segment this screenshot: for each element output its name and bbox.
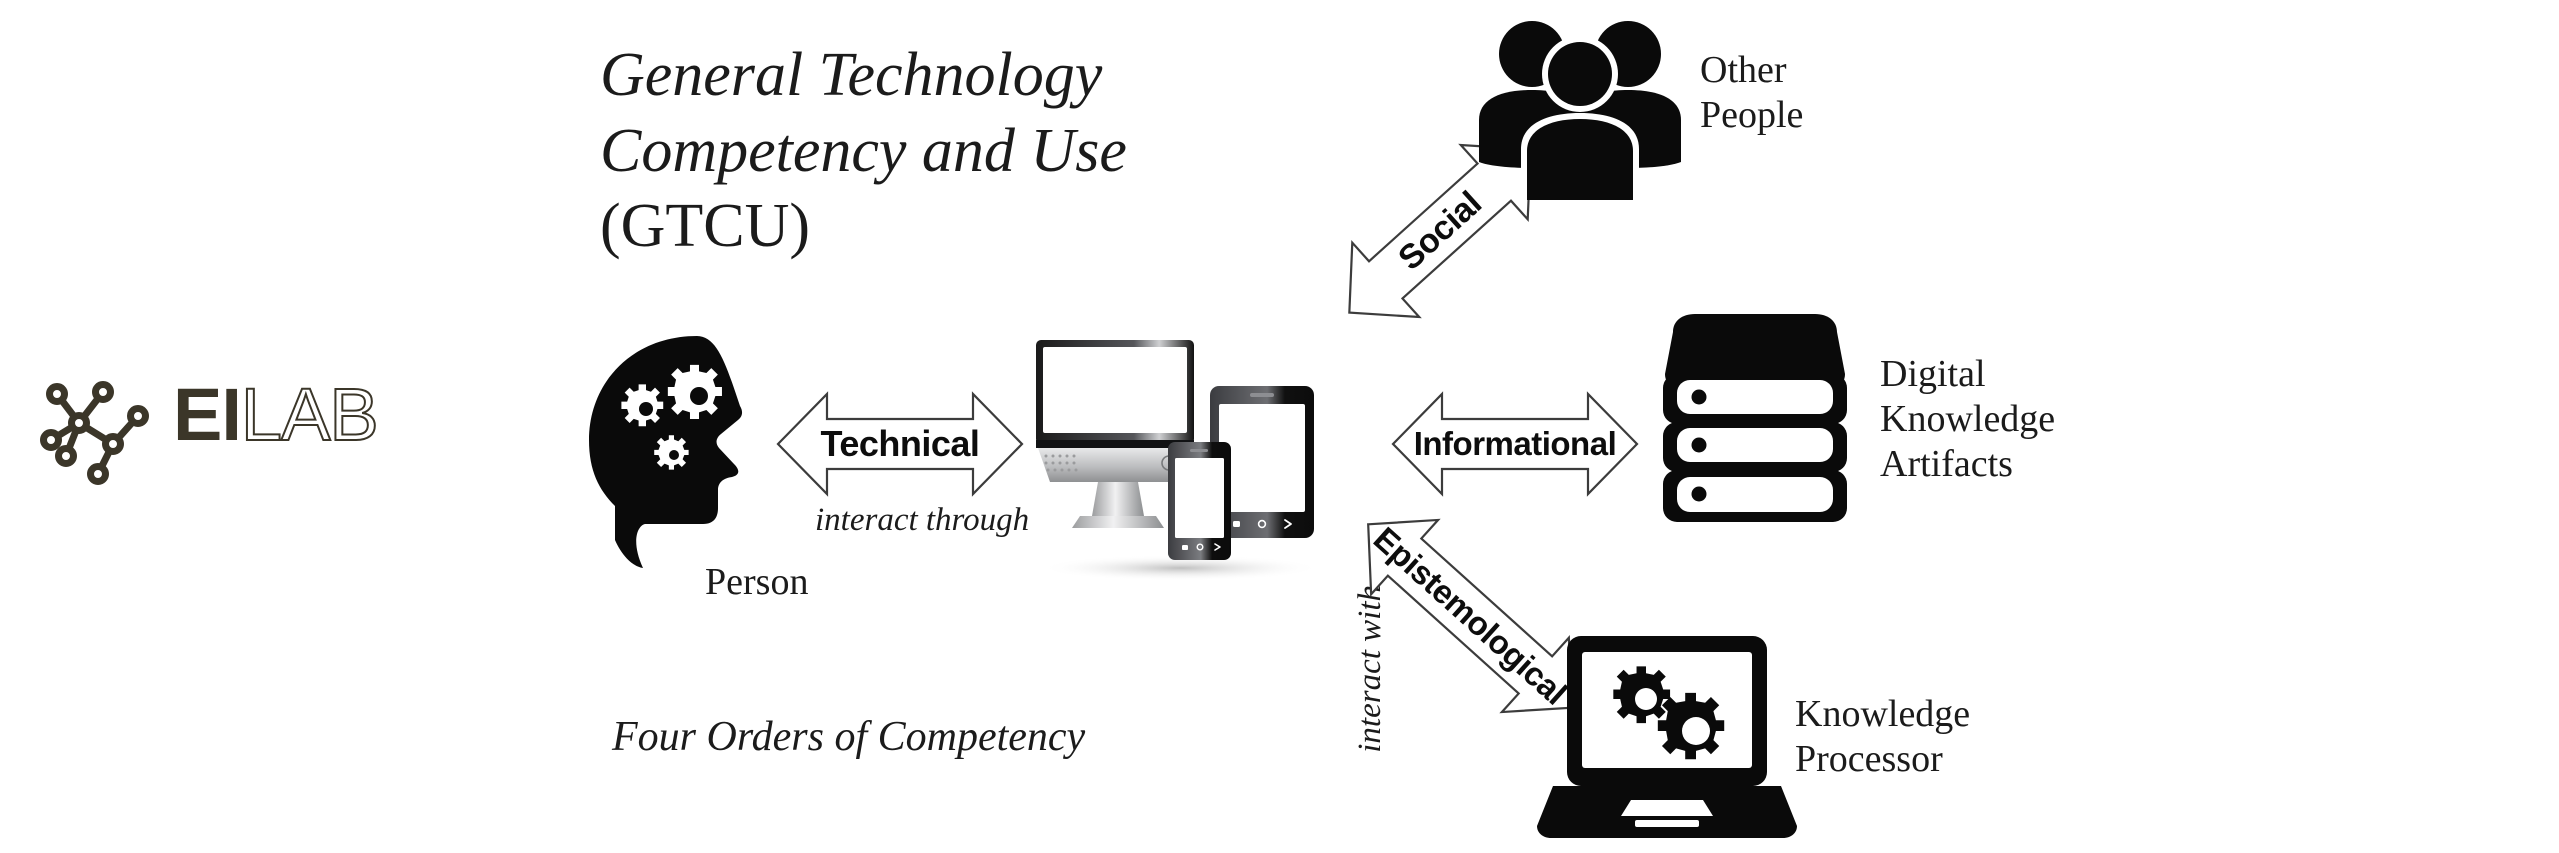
logo-text-lab: LAB — [240, 373, 380, 456]
logo-text-ei: EI — [173, 373, 242, 456]
person-label: Person — [705, 561, 809, 603]
eilab-wordmark: EILAB — [173, 377, 380, 453]
other-people-label: Other People — [1700, 48, 1803, 138]
group-of-people-icon — [1465, 12, 1695, 202]
technical-sublabel: interact through — [815, 502, 1030, 538]
eilab-logo: EILAB — [35, 360, 435, 500]
title-line-3: (GTCU) — [600, 192, 811, 261]
title-line-1: General Technology — [600, 41, 1103, 109]
dka-label-line3: Artifacts — [1880, 442, 2013, 485]
informational-arrow: Informational — [1390, 388, 1640, 500]
server-stack-icon — [1655, 312, 1855, 527]
technical-arrow: Technical — [775, 388, 1025, 500]
kp-label-line2: Processor — [1795, 737, 1943, 780]
other-people-label-line2: People — [1700, 93, 1804, 136]
network-nodes-icon — [35, 368, 155, 488]
footer-caption: Four Orders of Competency — [612, 714, 1086, 760]
monitor-tablet-phone-icon — [1030, 330, 1350, 585]
other-people-label-line1: Other — [1700, 49, 1787, 91]
head-with-gears-icon — [585, 330, 795, 570]
dka-label-line2: Knowledge — [1880, 397, 2056, 440]
page-title: General Technology Competency and Use (G… — [600, 38, 1240, 265]
laptop-with-gears-icon — [1535, 630, 1800, 845]
kp-label-line1: Knowledge — [1795, 693, 1971, 735]
dka-label-line1: Digital — [1880, 353, 1986, 395]
knowledge-processor-label: Knowledge Processor — [1795, 692, 1970, 782]
digital-knowledge-artifacts-label: Digital Knowledge Artifacts — [1880, 352, 2055, 486]
title-line-2: Competency and Use — [600, 116, 1127, 185]
